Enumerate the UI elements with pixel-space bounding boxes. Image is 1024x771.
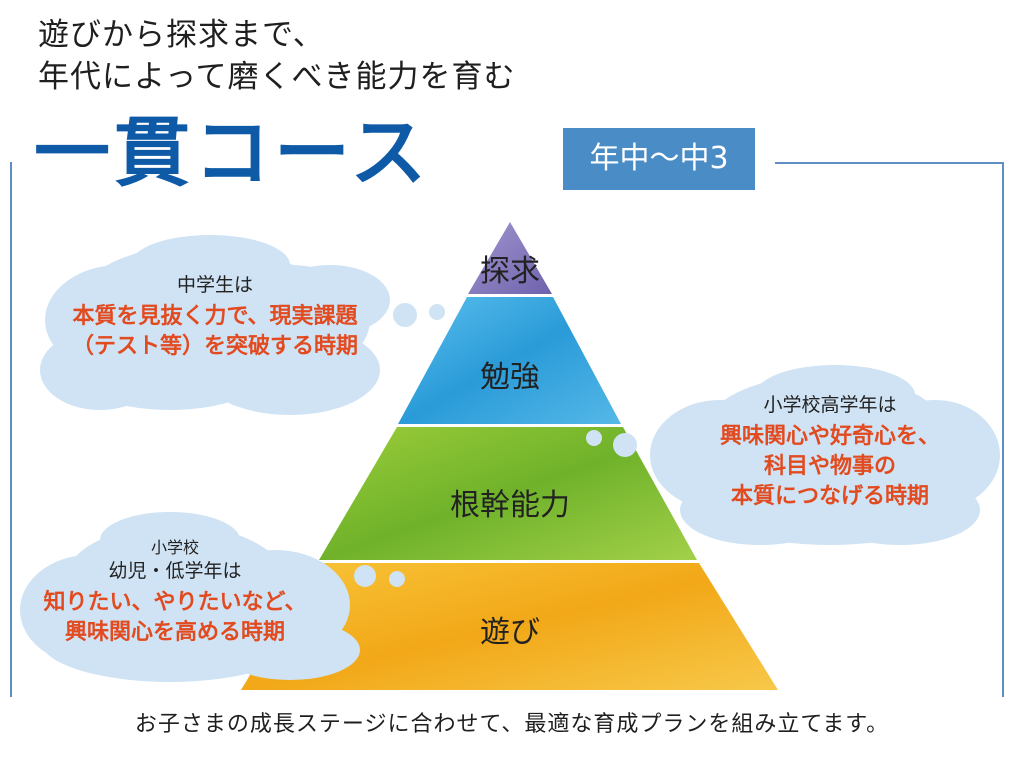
cloud-middle-school [40, 235, 390, 415]
cloud-upper-elementary-head: 小学校高学年は [763, 394, 897, 416]
cloud-upper-elementary [650, 365, 1000, 545]
footer-caption: お子さまの成長ステージに合わせて、最適な育成プランを組み立てます。 [134, 712, 890, 737]
layer-label-study: 勉強 [480, 360, 540, 395]
cloud-upper-elementary-text: 小学校高学年は 興味関心や好奇心を、 科目や物事の 本質につなげる時期 [660, 392, 1000, 512]
frame-top-right [775, 162, 1004, 164]
cloud-early-line1: 知りたい、やりたいなど、 [43, 590, 307, 615]
frame-left [10, 162, 12, 697]
cloud-middle-school-line2: （テスト等）を突破する時期 [71, 334, 358, 359]
pyramid-layer-inquiry [468, 222, 552, 294]
layer-label-play: 遊び [480, 615, 540, 650]
cloud-upper-elementary-line2: 科目や物事の [763, 454, 896, 479]
thought-bubble-dot [393, 303, 417, 327]
cloud-early-head-small: 小学校 [150, 538, 199, 557]
cloud-early-text: 小学校 幼児・低学年は 知りたい、やりたいなど、 興味関心を高める時期 [15, 538, 335, 648]
frame-right [1002, 162, 1004, 697]
thought-bubble-dot [586, 430, 602, 446]
cloud-middle-school-head: 中学生は [176, 274, 253, 296]
layer-label-inquiry: 探求 [480, 254, 540, 289]
cloud-early [20, 512, 360, 682]
pyramid-layer-play [241, 563, 778, 690]
course-title: 一貫コース [34, 108, 431, 197]
thought-bubble-dot [389, 571, 405, 587]
cloud-upper-elementary-line1: 興味関心や好奇心を、 [719, 424, 940, 449]
cloud-upper-elementary-line3: 本質につなげる時期 [730, 484, 929, 509]
age-range-badge: 年中〜中3 [563, 128, 755, 190]
thought-bubble-dot [429, 304, 445, 320]
layer-label-core-ability: 根幹能力 [450, 488, 570, 523]
headline: 遊びから探求まで、 年代によって磨くべき能力を育む [38, 14, 516, 98]
headline-line1: 遊びから探求まで、 [38, 17, 325, 53]
cloud-early-head: 幼児・低学年は [108, 560, 242, 582]
pyramid-layer-study [398, 297, 621, 424]
headline-line2: 年代によって磨くべき能力を育む [38, 59, 516, 95]
thought-bubble-dot [613, 433, 637, 457]
pyramid-layer-core-ability [319, 427, 697, 560]
cloud-early-line2: 興味関心を高める時期 [64, 620, 285, 645]
cloud-middle-school-text: 中学生は 本質を見抜く力で、現実課題 （テスト等）を突破する時期 [30, 272, 400, 362]
thought-bubble-dot [354, 565, 376, 587]
cloud-middle-school-line1: 本質を見抜く力で、現実課題 [72, 304, 358, 329]
